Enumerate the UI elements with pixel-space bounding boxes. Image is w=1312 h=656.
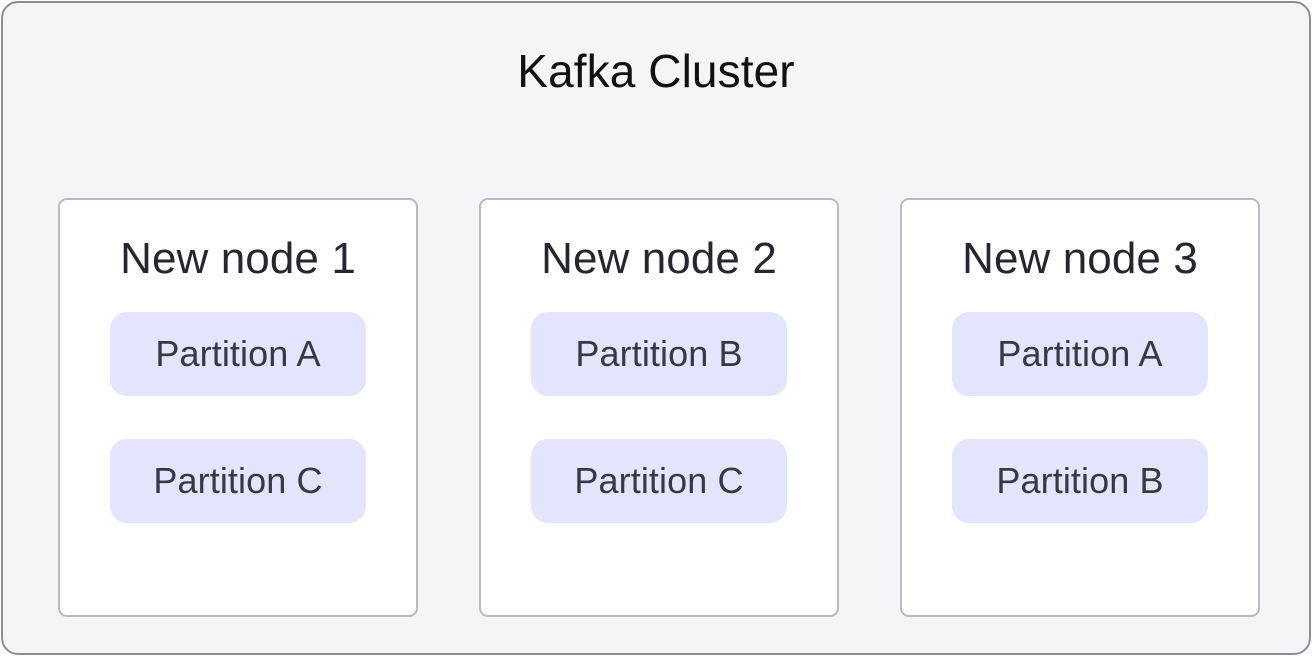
- partition-pill[interactable]: Partition C: [531, 439, 787, 523]
- node-title-2: New node 2: [541, 234, 777, 283]
- node-card-1[interactable]: New node 1 Partition A Partition C: [58, 198, 418, 617]
- node-title-3: New node 3: [962, 234, 1198, 283]
- node-card-2[interactable]: New node 2 Partition B Partition C: [479, 198, 839, 617]
- cluster-title: Kafka Cluster: [517, 45, 795, 97]
- partition-list-3: Partition A Partition B: [952, 312, 1208, 523]
- node-title-1: New node 1: [120, 234, 356, 283]
- partition-pill[interactable]: Partition A: [952, 312, 1208, 396]
- node-list: New node 1 Partition A Partition C New n…: [58, 198, 1260, 617]
- node-card-3[interactable]: New node 3 Partition A Partition B: [900, 198, 1260, 617]
- partition-pill[interactable]: Partition A: [110, 312, 366, 396]
- partition-list-2: Partition B Partition C: [531, 312, 787, 523]
- partition-pill[interactable]: Partition B: [952, 439, 1208, 523]
- partition-pill[interactable]: Partition B: [531, 312, 787, 396]
- partition-list-1: Partition A Partition C: [110, 312, 366, 523]
- partition-pill[interactable]: Partition C: [110, 439, 366, 523]
